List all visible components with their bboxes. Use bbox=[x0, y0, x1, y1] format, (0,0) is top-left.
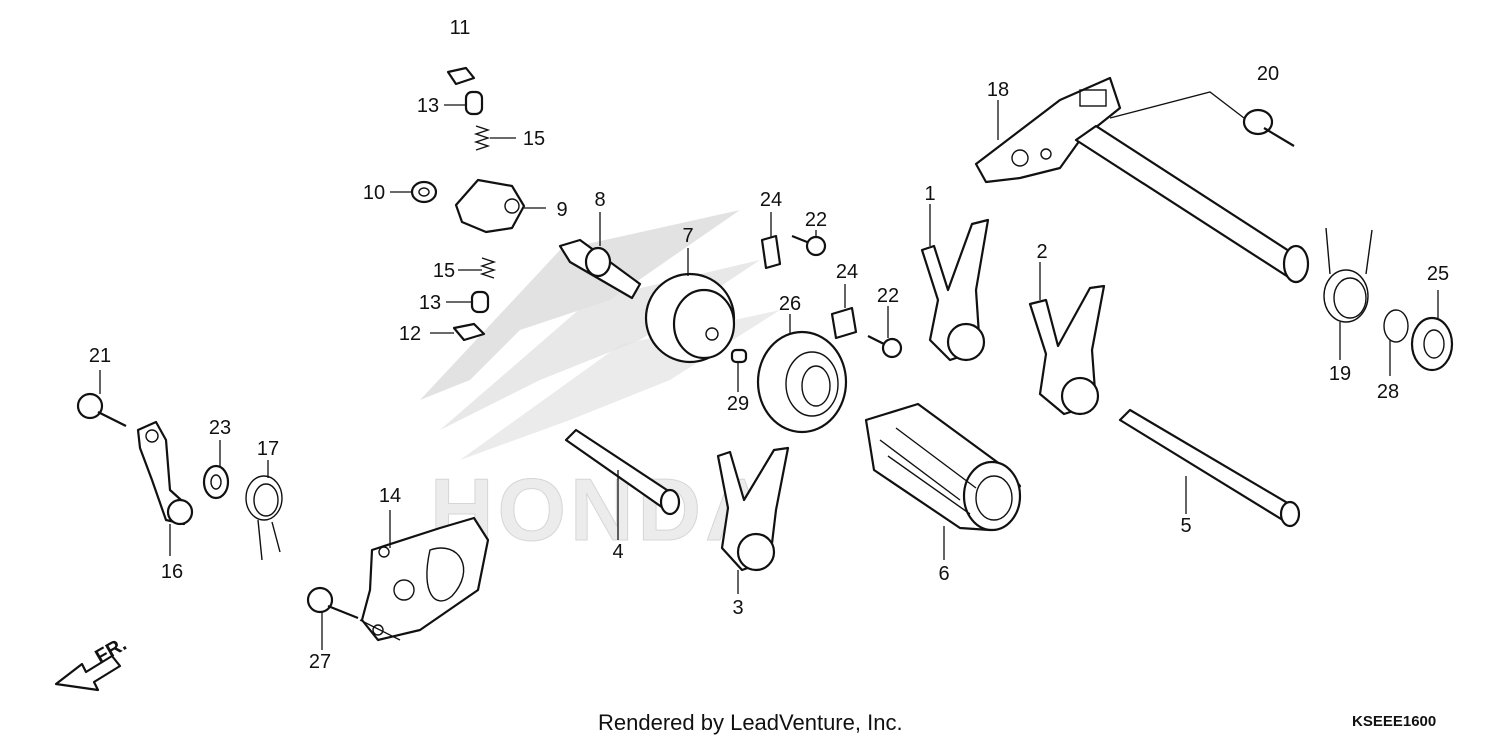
part-28-snap-ring bbox=[1383, 309, 1409, 376]
front-direction-arrow: FR. bbox=[54, 633, 131, 692]
part-5-fork-shaft bbox=[1118, 408, 1301, 528]
callout-2: 2 bbox=[1036, 241, 1047, 263]
part-17-spring bbox=[245, 460, 283, 561]
callout-26: 26 bbox=[779, 293, 801, 315]
part-1-shift-fork bbox=[920, 204, 990, 362]
part-24-plate-lower bbox=[830, 284, 858, 340]
render-credit: Rendered by LeadVenture, Inc. bbox=[598, 710, 903, 735]
callout-24-lower: 24 bbox=[836, 261, 858, 283]
callout-20: 20 bbox=[1257, 63, 1279, 85]
callout-10: 10 bbox=[363, 182, 385, 204]
part-18-gearshift-spindle bbox=[974, 76, 1310, 284]
callout-5: 5 bbox=[1180, 515, 1191, 537]
part-29-dowel-pin bbox=[730, 348, 748, 392]
callout-29: 29 bbox=[727, 393, 749, 415]
part-24-plate-top bbox=[760, 212, 782, 270]
part-23-washer bbox=[202, 440, 230, 500]
callout-13-top: 13 bbox=[417, 95, 439, 117]
part-2-shift-fork bbox=[1028, 262, 1106, 416]
part-7-drum-center bbox=[644, 248, 736, 364]
part-20-bolt bbox=[1109, 91, 1295, 147]
callout-23: 23 bbox=[209, 417, 231, 439]
callout-27: 27 bbox=[309, 651, 331, 673]
part-15-spring-lower bbox=[458, 257, 497, 279]
diagram-code: KSEEE1600 bbox=[1352, 713, 1437, 730]
callout-18: 18 bbox=[987, 79, 1009, 101]
part-22-bolt-upper bbox=[791, 230, 827, 257]
callout-6: 6 bbox=[938, 563, 949, 585]
callout-13-lower: 13 bbox=[419, 292, 441, 314]
callout-15-lower: 15 bbox=[433, 260, 455, 282]
callout-labels: 11 13 15 10 9 8 7 24 22 24 22 18 20 1 2 … bbox=[89, 17, 1449, 673]
part-13-plunger-top bbox=[444, 90, 484, 116]
part-13-plunger-lower bbox=[446, 290, 490, 314]
callout-3: 3 bbox=[732, 597, 743, 619]
part-10-collar bbox=[390, 180, 438, 204]
callout-15-top: 15 bbox=[523, 128, 545, 150]
part-15-spring-top bbox=[473, 125, 516, 151]
callout-11: 11 bbox=[450, 17, 471, 39]
callout-8: 8 bbox=[594, 189, 605, 211]
part-21-bolt bbox=[76, 370, 127, 427]
callout-22-lower: 22 bbox=[877, 285, 899, 307]
callout-9: 9 bbox=[556, 199, 567, 221]
callout-4: 4 bbox=[612, 541, 623, 563]
part-19-return-spring bbox=[1323, 227, 1373, 360]
callout-22-top: 22 bbox=[805, 209, 827, 231]
callout-28: 28 bbox=[1377, 381, 1399, 403]
part-12-cap bbox=[430, 322, 486, 342]
callout-12: 12 bbox=[399, 323, 421, 345]
callout-16: 16 bbox=[161, 561, 183, 583]
part-8-pin-bolt bbox=[558, 212, 642, 300]
callout-1: 1 bbox=[924, 183, 935, 205]
part-4-fork-shaft bbox=[564, 428, 681, 540]
part-6-shift-drum bbox=[864, 402, 1022, 560]
callout-17: 17 bbox=[257, 438, 279, 460]
callout-21: 21 bbox=[89, 345, 111, 367]
callout-25: 25 bbox=[1427, 263, 1449, 285]
part-22-bolt-lower bbox=[867, 306, 903, 359]
part-9-stopper-arm bbox=[454, 178, 546, 234]
part-11-cap bbox=[446, 66, 476, 86]
callout-7: 7 bbox=[682, 225, 693, 247]
part-26-bearing bbox=[756, 314, 848, 434]
callout-19: 19 bbox=[1329, 363, 1351, 385]
callout-24-top: 24 bbox=[760, 189, 782, 211]
callout-14: 14 bbox=[379, 485, 401, 507]
part-16-stopper-arm bbox=[136, 420, 194, 556]
part-27-bolt bbox=[306, 586, 359, 650]
direction-label: FR. bbox=[92, 633, 131, 668]
part-3-shift-fork bbox=[716, 446, 790, 594]
part-14-guide-plate bbox=[359, 510, 490, 642]
part-25-washer bbox=[1410, 290, 1454, 372]
